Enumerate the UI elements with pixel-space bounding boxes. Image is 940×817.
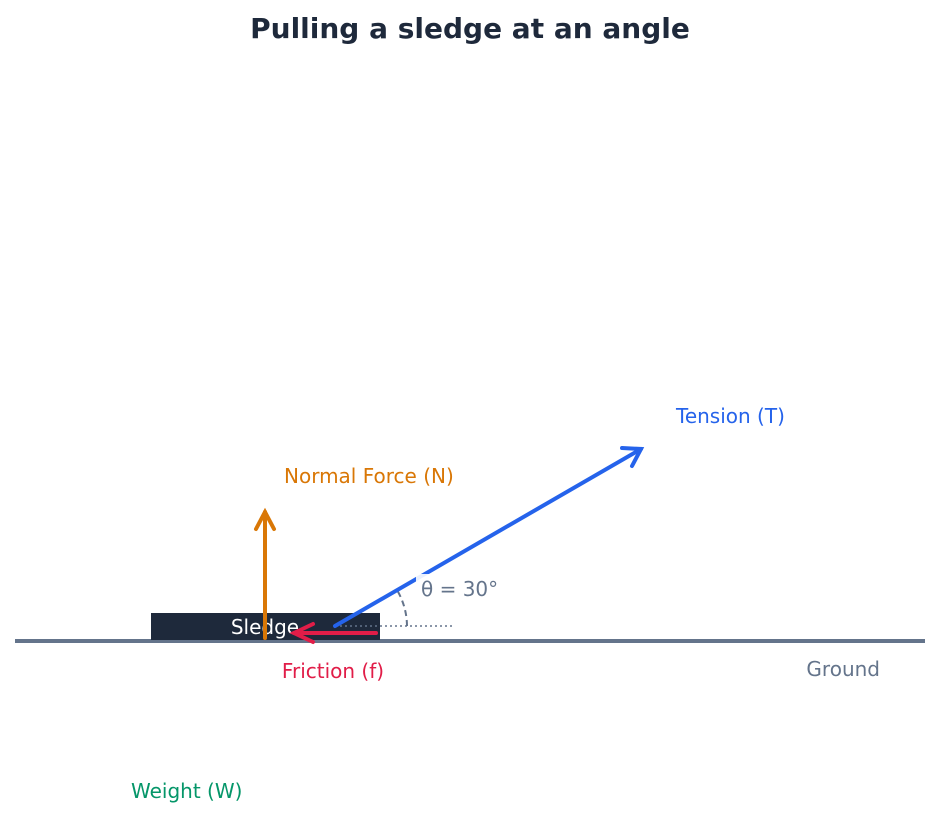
- angle-label: θ = 30°: [421, 577, 498, 601]
- diagram-title: Pulling a sledge at an angle: [250, 12, 690, 45]
- normal-force-label: Normal Force (N): [284, 464, 454, 488]
- weight-label: Weight (W): [131, 779, 242, 803]
- tension-arrow: [333, 446, 645, 628]
- ground-label: Ground: [806, 657, 880, 681]
- angle-label-background: [416, 574, 506, 602]
- normal-force-arrow: [254, 507, 276, 640]
- friction-label: Friction (f): [282, 659, 384, 683]
- angle-arc: [396, 589, 408, 627]
- friction-arrow: [289, 622, 378, 644]
- tension-label: Tension (T): [675, 404, 785, 428]
